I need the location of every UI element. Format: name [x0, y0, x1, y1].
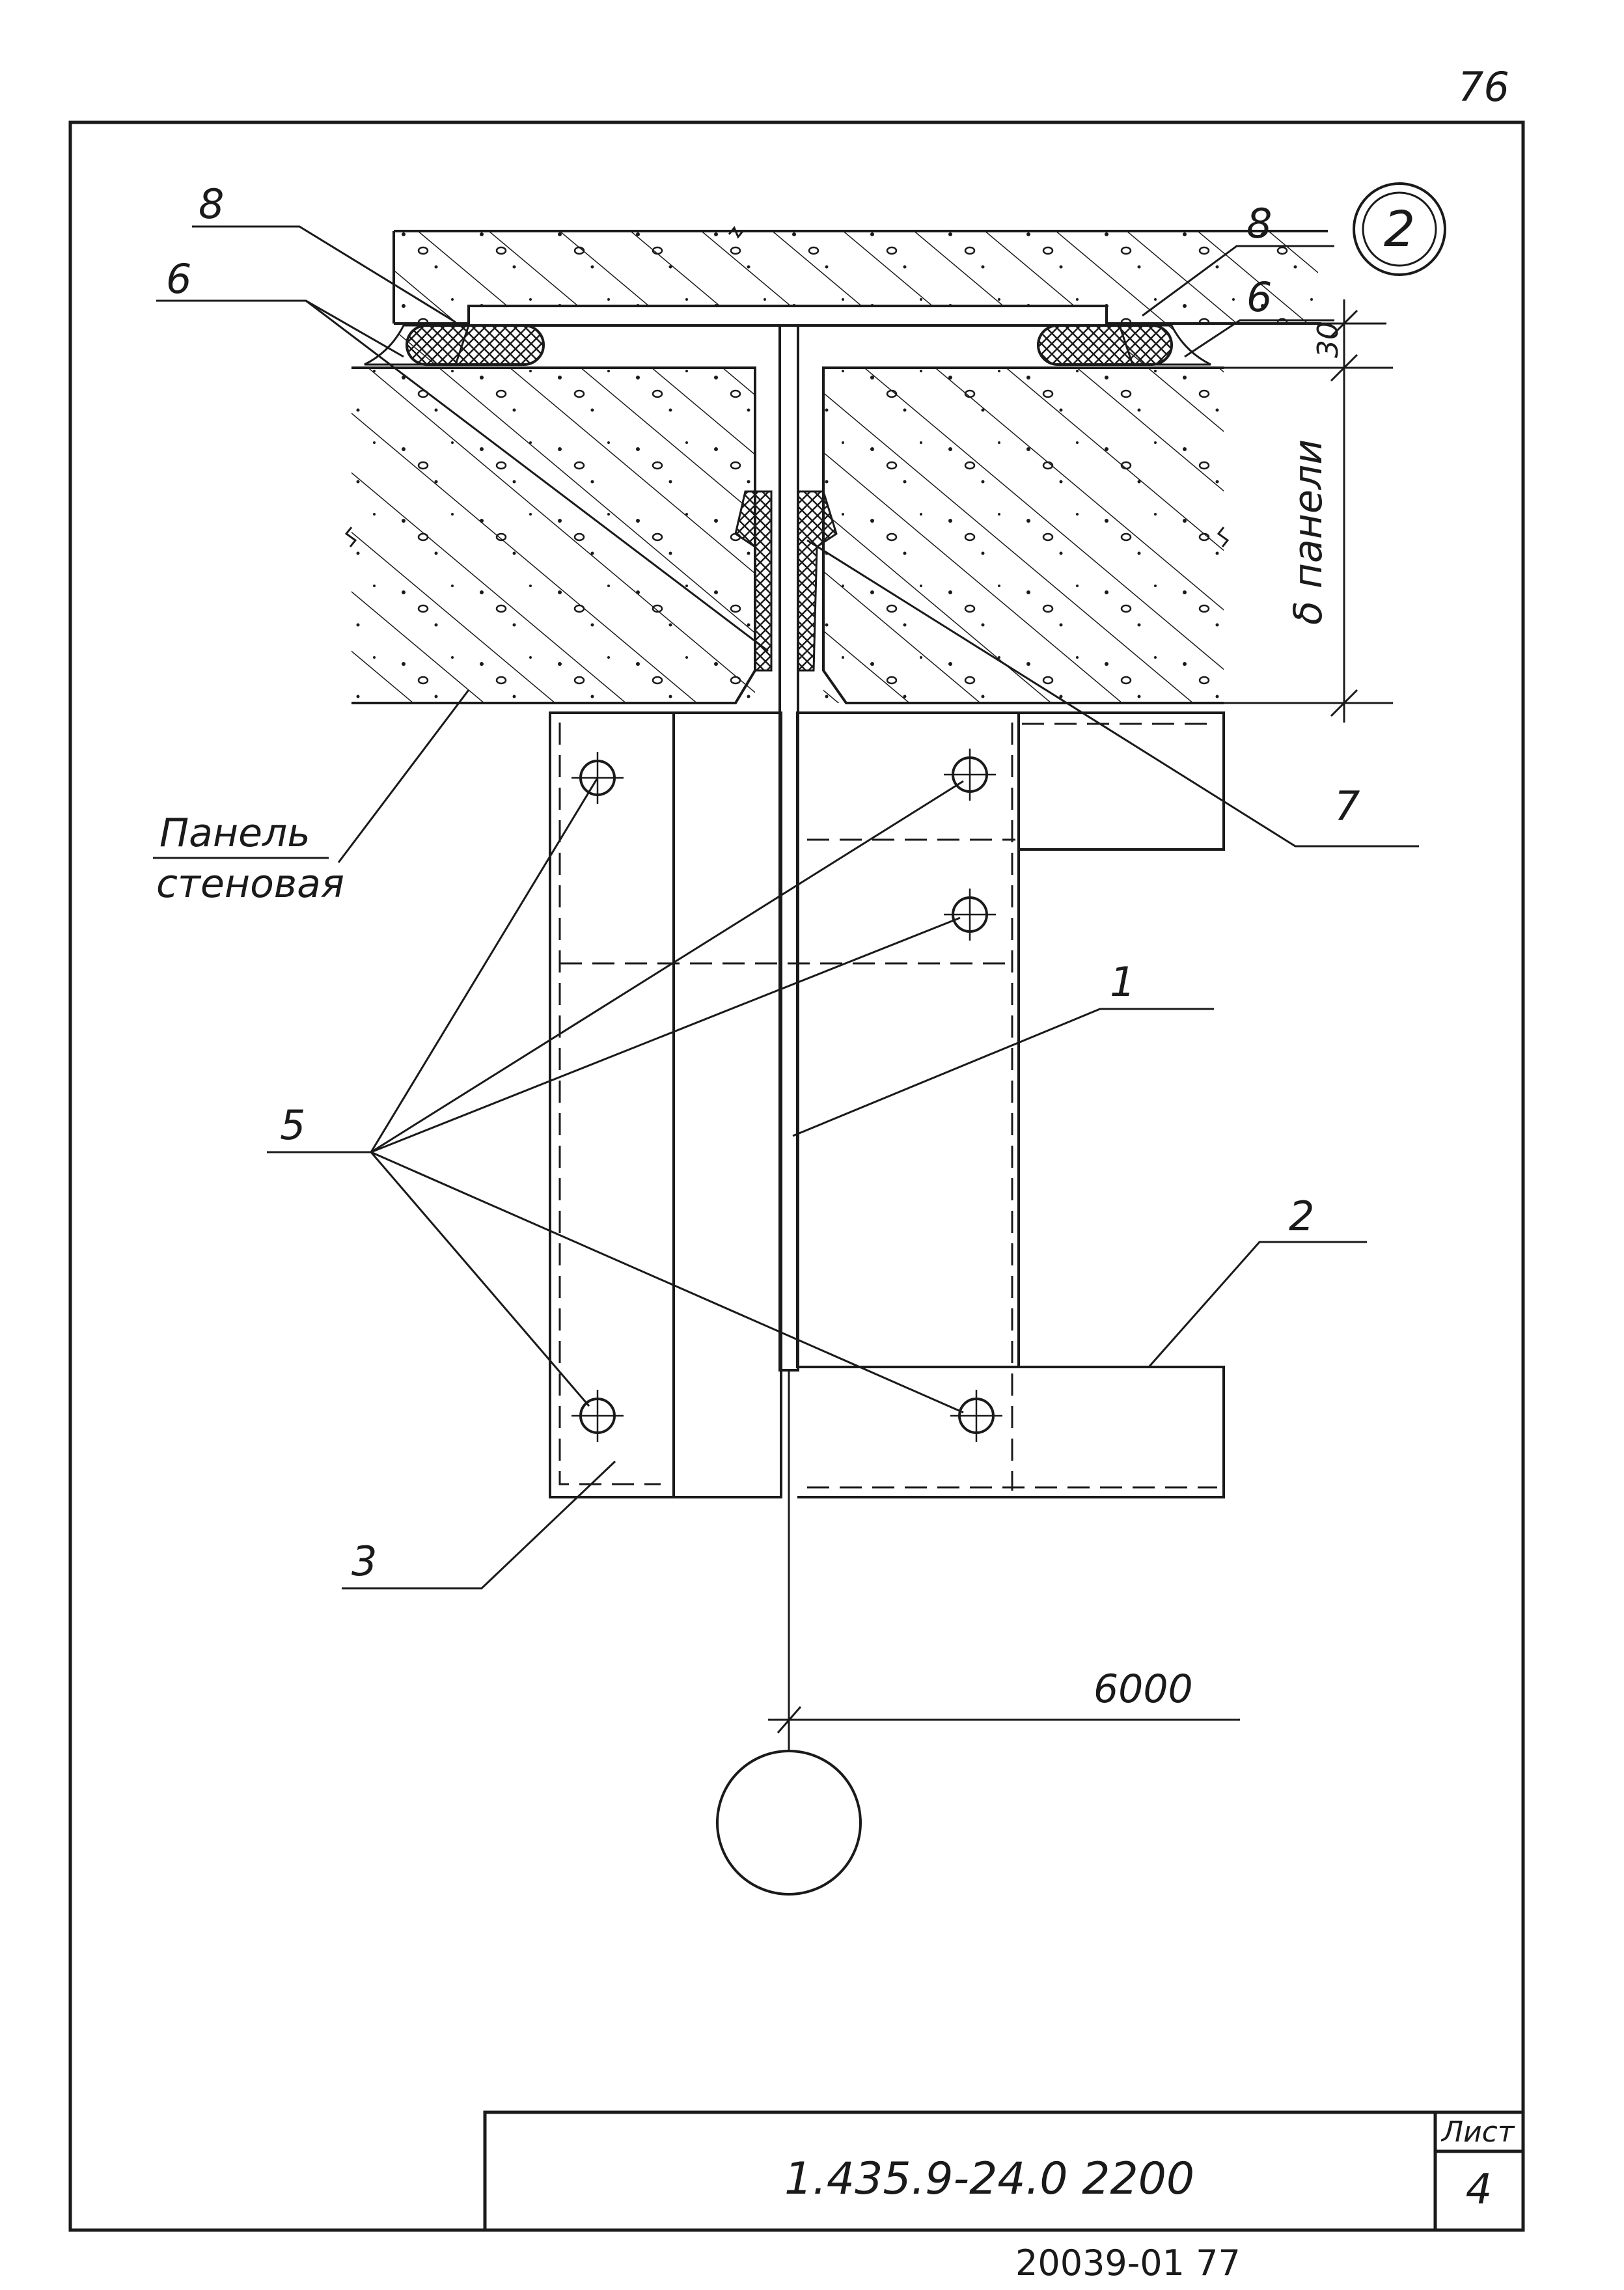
page-number: 76 [1458, 63, 1509, 111]
vertical-plate [778, 324, 799, 1372]
seal-left [364, 324, 545, 366]
seal-right [1037, 324, 1211, 366]
panel-label-line2: стеновая [156, 861, 344, 907]
wall-panel-left [351, 366, 756, 704]
break-line-right [1217, 527, 1230, 547]
callout-2: 2 [1289, 1193, 1314, 1240]
callout-7: 7 [1334, 782, 1360, 830]
dimension-lines [768, 299, 1393, 1733]
callout-8-right: 8 [1246, 200, 1272, 247]
steel-bracket [549, 711, 1225, 1498]
dimension-30: 30 [1312, 322, 1345, 358]
dimension-6000: 6000 [1094, 1666, 1193, 1712]
callout-3: 3 [351, 1538, 377, 1585]
title-block-sheet-label: Лист [1440, 2116, 1515, 2149]
callout-5: 5 [280, 1101, 305, 1149]
axis-circle [716, 1750, 862, 1896]
leader-lines [156, 225, 1419, 1590]
joint-seal [734, 490, 838, 672]
detail-marker: 2 [1353, 182, 1446, 276]
callout-6-left: 6 [166, 255, 191, 303]
embedded-plate [467, 305, 1108, 327]
title-block [483, 2110, 1523, 2230]
panel-label-line1: Панель [159, 810, 310, 856]
title-block-sheet-number: 4 [1466, 2166, 1493, 2214]
detail-marker-number: 2 [1384, 200, 1415, 258]
wall-panel-right [822, 366, 1224, 704]
drawing-frame [68, 120, 1525, 2232]
title-block-code: 1.435.9-24.0 2200 [784, 2153, 1194, 2205]
break-line-left [344, 527, 357, 547]
bottom-number: 20039-01 77 [1015, 2242, 1241, 2283]
callout-6-right: 6 [1246, 273, 1272, 321]
callout-1: 1 [1110, 958, 1135, 1006]
callout-8-left: 8 [199, 180, 224, 228]
panel-thickness-label: δ панели [1286, 439, 1331, 625]
